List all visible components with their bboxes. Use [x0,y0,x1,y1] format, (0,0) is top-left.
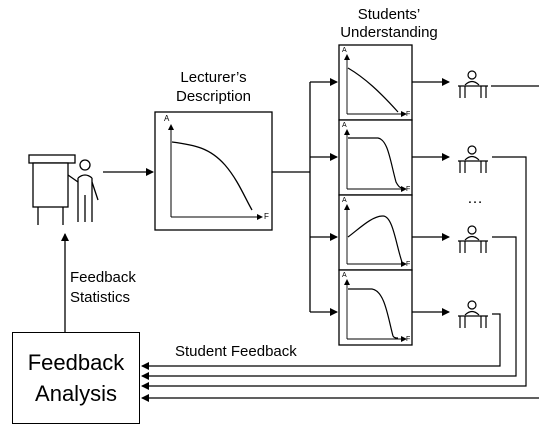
student-desk-icon [458,300,488,328]
students-understanding-label: Students’ Understanding [339,6,439,42]
axis-y-label-2: A [342,122,347,129]
feedback-statistics-label: Feedback Statistics [70,268,136,308]
axis-y-label-1: A [342,47,347,54]
lecturer-description-line1: Lecturer’s [180,69,247,86]
axis-y-label-3: A [342,197,347,204]
feedback-statistics-line1: Feedback [70,269,136,286]
lecturer-description-chart [154,111,273,231]
student-arrows [412,78,450,316]
student-feedback-lines [141,85,539,402]
axis-x-label-4: F [406,336,411,343]
student-feedback-label: Student Feedback [175,343,297,360]
students-understanding-line2: Understanding [340,24,438,41]
axis-x-label-3: F [406,261,411,268]
students-understanding-line1: Students’ [357,6,421,23]
feedback-analysis-line1: Feedback [27,350,125,375]
feedback-analysis-line2: Analysis [35,381,117,406]
axis-x-label-2: F [406,186,411,193]
axis-x-label-main: F [264,212,269,221]
student-desk-icon [458,70,488,98]
feedback-statistics-line2: Statistics [70,289,131,306]
student-chart-column [338,44,413,346]
lecturer-description-line2: Description [175,88,252,105]
student-desk-icon [458,225,488,253]
axis-x-label-1: F [406,111,411,118]
distribution-arrows [272,78,338,316]
ellipsis-label: … [467,190,483,207]
axis-y-label-4: A [342,272,347,279]
lecturer-description-label: Lecturer’s Description [155,68,272,106]
axis-y-label-main: A [164,114,170,123]
feedback-analysis-box: Feedback Analysis [12,332,140,424]
lecturer-icon [28,154,99,225]
student-desk-icon [458,145,488,173]
